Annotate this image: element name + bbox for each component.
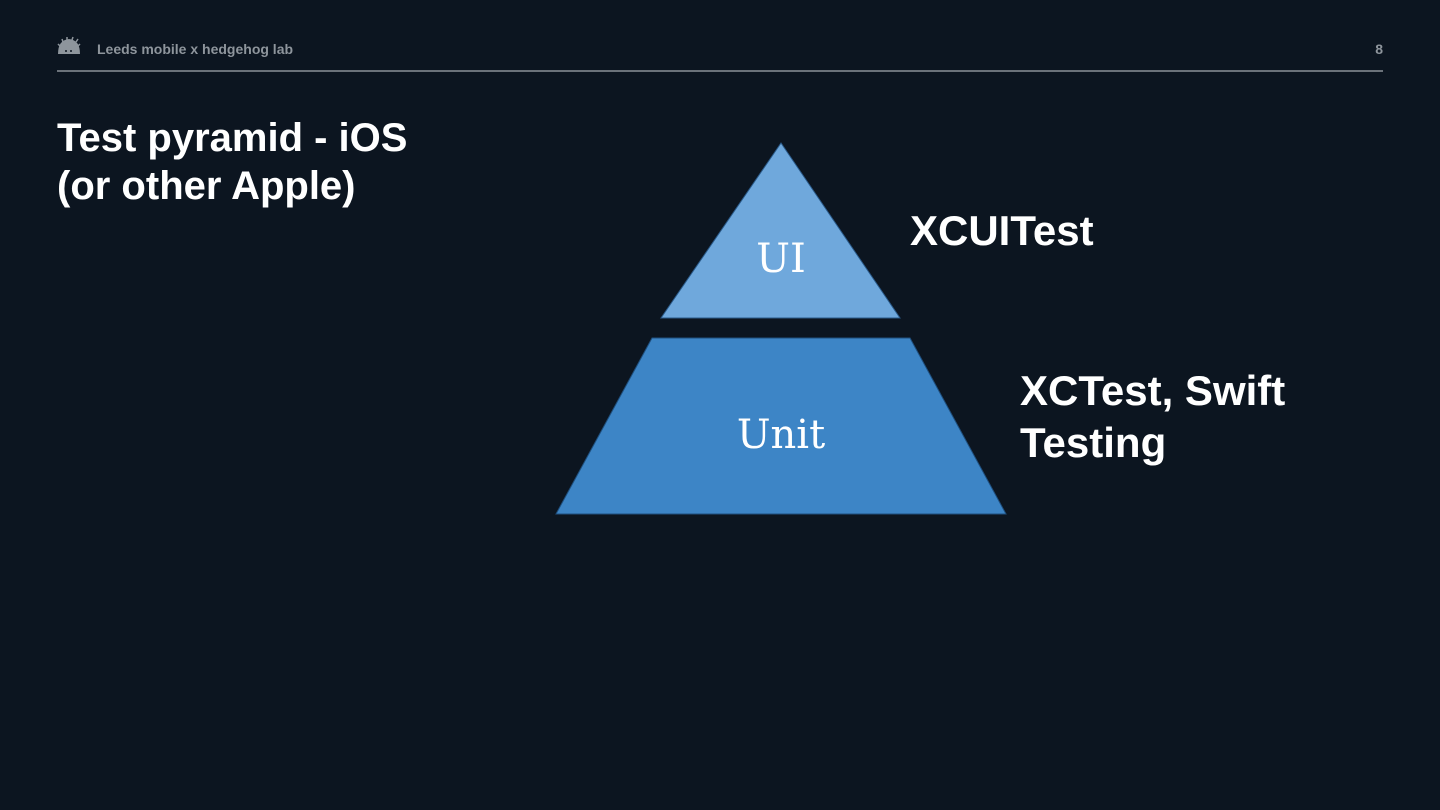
slide-title-line-1: Test pyramid - iOS <box>57 116 408 160</box>
side-label-unit-line-2: Testing <box>1020 419 1167 466</box>
page-number: 8 <box>1375 41 1383 57</box>
side-label-unit-line-1: XCTest, Swift <box>1020 367 1286 414</box>
slide-title-line-2: (or other Apple) <box>57 164 356 208</box>
side-label-ui-text: XCUITest <box>910 207 1094 254</box>
hedgehog-icon <box>57 36 81 54</box>
pyramid-tier-unit <box>555 337 1007 515</box>
pyramid-tier-ui-label: UI <box>756 236 806 282</box>
pyramid-tier-unit-label: Unit <box>737 412 825 458</box>
slide-header: Leeds mobile x hedgehog lab 8 <box>57 34 1383 72</box>
side-label-ui: XCUITest <box>910 205 1094 257</box>
side-label-unit: XCTest, Swift Testing <box>1020 365 1285 469</box>
slide-title: Test pyramid - iOS (or other Apple) <box>57 114 407 210</box>
pyramid-tier-ui <box>660 142 901 319</box>
header-text: Leeds mobile x hedgehog lab <box>97 41 294 57</box>
